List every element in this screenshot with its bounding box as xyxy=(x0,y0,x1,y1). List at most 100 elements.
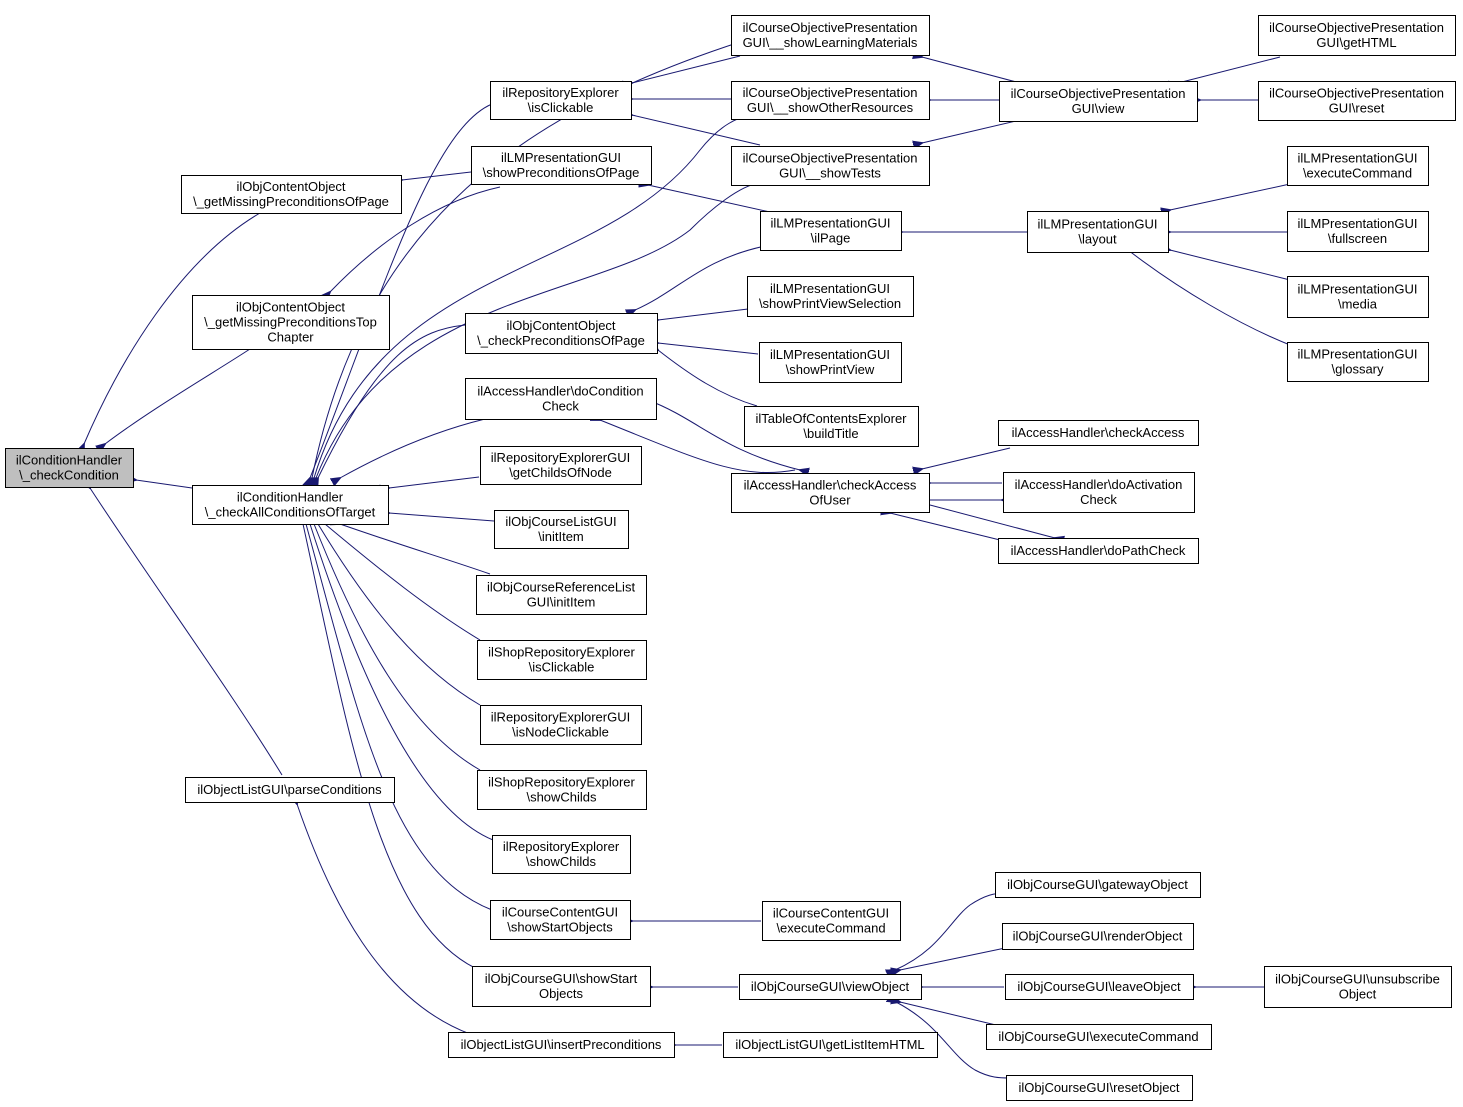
edge xyxy=(900,946,1011,970)
graph-node: ilLMPresentationGUI\showPreconditionsOfP… xyxy=(471,146,652,185)
node-label: OfUser xyxy=(809,493,851,508)
node-box xyxy=(490,81,632,120)
node-box xyxy=(762,901,901,941)
graph-node: ilObjectListGUI\parseConditions xyxy=(185,777,395,803)
node-label: \buildTitle xyxy=(803,426,858,441)
node-box xyxy=(465,378,657,420)
graph-node: ilObjContentObject\_getMissingPreconditi… xyxy=(181,175,402,214)
node-label: \fullscreen xyxy=(1328,231,1387,246)
edge xyxy=(895,892,1006,970)
node-label: ilAccessHandler\doPathCheck xyxy=(1011,543,1186,558)
node-label: \_checkPreconditionsOfPage xyxy=(477,333,645,348)
node-label: \showPreconditionsOfPage xyxy=(483,165,640,180)
graph-node: ilConditionHandler\_checkAllConditionsOf… xyxy=(192,485,389,525)
node-label: GUI\initItem xyxy=(527,595,596,610)
node-label: ilObjContentObject xyxy=(506,318,615,333)
node-box xyxy=(759,342,902,383)
node-box xyxy=(5,448,134,488)
edge xyxy=(330,186,501,292)
node-label: ilCourseContentGUI xyxy=(773,906,889,921)
edge xyxy=(658,350,758,407)
node-box xyxy=(471,146,652,185)
graph-node: ilAccessHandler\checkAccess xyxy=(998,420,1199,446)
node-label: \_checkAllConditionsOfTarget xyxy=(205,505,376,520)
graph-node: ilLMPresentationGUI\media xyxy=(1287,276,1429,318)
node-label: \_checkCondition xyxy=(19,468,119,483)
node-label: Check xyxy=(542,399,579,414)
node-label: ilLMPresentationGUI xyxy=(1298,216,1418,231)
node-label: ilObjectListGUI\insertPreconditions xyxy=(461,1037,662,1052)
node-box xyxy=(1005,974,1194,1000)
edge xyxy=(310,103,493,478)
graph-node: ilRepositoryExplorer\isClickable xyxy=(490,81,632,120)
node-label: \showPrintView xyxy=(786,362,875,377)
edge xyxy=(389,513,495,522)
graph-node: ilObjCourseGUI\renderObject xyxy=(1002,923,1194,950)
node-label: ilCourseObjectivePresentation xyxy=(743,20,918,35)
node-label: ilAccessHandler\doCondition xyxy=(477,384,643,399)
node-box xyxy=(731,146,930,186)
node-label: ilObjCourseGUI\viewObject xyxy=(751,979,910,994)
graph-node: ilObjCourseGUI\leaveObject xyxy=(1005,974,1194,1000)
node-label: \isClickable xyxy=(529,660,595,675)
node-box xyxy=(1264,966,1452,1008)
node-box xyxy=(995,872,1201,898)
node-label: ilObjectListGUI\parseConditions xyxy=(197,782,382,797)
edge xyxy=(303,524,476,969)
edge xyxy=(325,524,481,641)
node-label: \layout xyxy=(1078,232,1117,247)
node-box xyxy=(998,538,1199,564)
edge xyxy=(658,308,749,320)
node-label: \_getMissingPreconditionsTop xyxy=(204,315,377,330)
node-label: ilLMPresentationGUI xyxy=(1298,347,1418,362)
node-label: \_getMissingPreconditionsOfPage xyxy=(193,194,389,209)
node-box xyxy=(986,1024,1212,1050)
node-box xyxy=(760,211,902,251)
graph-node: ilTableOfContentsExplorer\buildTitle xyxy=(744,406,919,447)
edge xyxy=(648,185,771,213)
node-label: ilLMPresentationGUI xyxy=(771,216,891,231)
edge xyxy=(600,420,796,473)
node-label: GUI\reset xyxy=(1329,101,1385,116)
node-label: ilLMPresentationGUI xyxy=(1298,151,1418,166)
node-box xyxy=(731,473,930,513)
graph-node: ilObjCourseListGUI\initItem xyxy=(494,510,629,549)
edge xyxy=(922,57,1021,84)
node-label: ilObjCourseGUI\executeCommand xyxy=(998,1029,1198,1044)
node-label: ilRepositoryExplorer xyxy=(502,85,619,100)
graph-node: ilLMPresentationGUI\fullscreen xyxy=(1287,211,1429,252)
graph-node: ilCourseContentGUI\executeCommand xyxy=(762,901,901,941)
node-label: \showPrintViewSelection xyxy=(759,296,901,311)
node-label: \isClickable xyxy=(528,100,594,115)
node-label: Object xyxy=(1339,987,1377,1002)
graph-node: ilAccessHandler\doPathCheck xyxy=(998,538,1199,564)
node-box xyxy=(744,406,919,447)
graph-node: ilCourseObjectivePresentationGUI\__showO… xyxy=(731,81,930,120)
node-label: GUI\__showTests xyxy=(779,166,881,181)
graph-node: ilCourseObjectivePresentationGUI\__showL… xyxy=(731,15,930,56)
node-label: \glossary xyxy=(1331,362,1384,377)
node-label: ilCourseObjectivePresentation xyxy=(1011,86,1186,101)
node-box xyxy=(998,420,1199,446)
node-label: ilRepositoryExplorerGUI xyxy=(491,450,630,465)
node-label: \getChildsOfNode xyxy=(509,465,612,480)
node-label: ilShopRepositoryExplorer xyxy=(488,775,635,790)
node-label: ilAccessHandler\checkAccess xyxy=(744,478,917,493)
edge xyxy=(632,115,761,146)
edge xyxy=(922,119,1021,143)
node-box xyxy=(1002,923,1194,950)
edge xyxy=(1128,250,1291,346)
node-label: \showChilds xyxy=(526,854,597,869)
node-label: \executeCommand xyxy=(776,921,885,936)
node-box xyxy=(480,446,642,485)
node-box xyxy=(492,835,631,874)
node-label: ilLMPresentationGUI xyxy=(501,150,621,165)
node-label: ilObjCourseListGUI xyxy=(505,514,616,529)
node-label: GUI\getHTML xyxy=(1316,35,1396,50)
node-box xyxy=(1006,1075,1193,1101)
